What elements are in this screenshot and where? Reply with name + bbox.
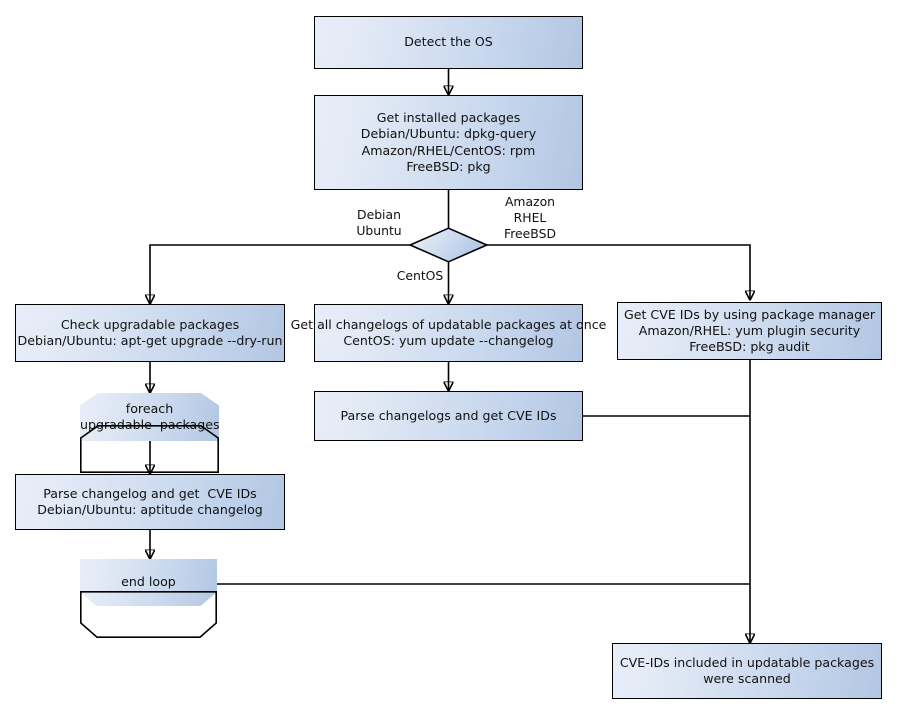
node-foreach-loop-start-label: foreach upgradable packages [80,400,220,432]
node-check-upgradable-packages[interactable]: Check upgradable packages Debian/Ubuntu:… [15,304,285,362]
node-check-upgradable-packages-label: Check upgradable packages Debian/Ubuntu:… [17,316,283,348]
node-parse-changelog-single-label: Parse changelog and get CVE IDs Debian/U… [37,485,263,517]
edge-decision-left [150,244,410,303]
edge-label-centos: CentOS [396,268,444,283]
edge-label-amazon-rhel-freebsd: Amazon RHEL FreeBSD [504,194,556,242]
node-scanned-result[interactable]: CVE-IDs included in updatable packages w… [612,643,882,699]
edge-label-debian-ubuntu: Debian Ubuntu [356,207,402,239]
edge-decision-right [487,244,750,299]
node-get-all-changelogs[interactable]: Get all changelogs of updatable packages… [291,304,606,362]
node-get-installed-packages[interactable]: Get installed packages Debian/Ubuntu: dp… [314,95,583,190]
node-parse-changelog-single[interactable]: Parse changelog and get CVE IDs Debian/U… [15,474,285,530]
node-get-cve-ids-package-manager-label: Get CVE IDs by using package manager Ama… [623,306,876,355]
foreach-shape-outline [80,393,219,441]
node-os-decision[interactable] [409,227,488,263]
node-get-installed-packages-label: Get installed packages Debian/Ubuntu: dp… [360,110,537,174]
node-scanned-result-label: CVE-IDs included in updatable packages w… [619,654,875,686]
end-loop-shape-outline [80,559,217,606]
end-loop-shape-fill [80,559,217,606]
node-detect-os-label: Detect the OS [404,34,493,50]
node-get-cve-ids-package-manager[interactable]: Get CVE IDs by using package manager Ama… [617,302,882,360]
node-detect-os[interactable]: Detect the OS [314,16,583,69]
foreach-shape-fill [80,393,219,441]
node-end-loop[interactable]: end loop [80,559,217,606]
node-parse-changelogs-bulk-label: Parse changelogs and get CVE IDs [340,407,557,423]
node-end-loop-label: end loop [121,574,176,590]
node-get-all-changelogs-label: Get all changelogs of updatable packages… [290,316,607,348]
node-foreach-loop-start[interactable]: foreach upgradable packages [80,393,220,441]
node-parse-changelogs-bulk[interactable]: Parse changelogs and get CVE IDs [314,391,583,441]
